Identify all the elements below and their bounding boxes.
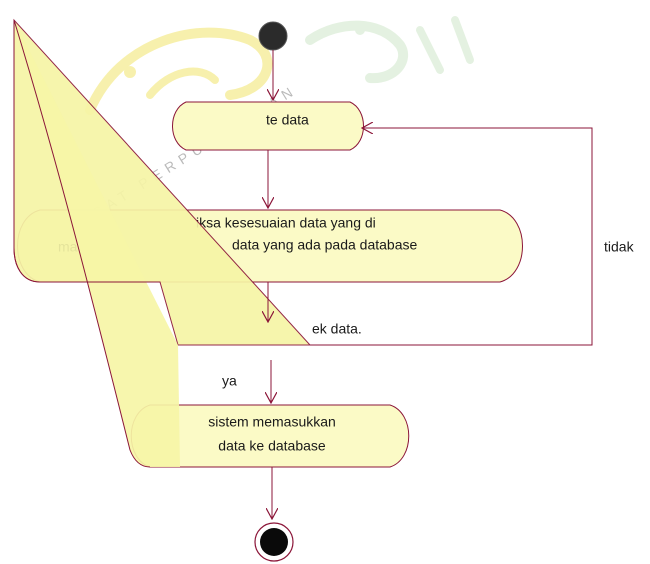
decision-label: ek data. (312, 321, 362, 337)
activity-3-line-2: data ke database (218, 438, 326, 454)
page-fold-edge-2 (13, 20, 160, 283)
page-fold-overlay-lower (14, 20, 180, 467)
activity-node-1 (172, 101, 364, 151)
activity-3-line-1: sistem memasukkan (208, 414, 336, 430)
activity-1-line-1: te data (266, 112, 309, 128)
edge-label-tidak: tidak (604, 239, 635, 255)
page-fold-edge (13, 19, 151, 468)
activity-2-line-2: data yang ada pada database (232, 237, 417, 253)
activity-2-line-1: iksa kesesuaian data yang di (196, 215, 376, 231)
initial-node (258, 21, 288, 51)
edge-label-ya: ya (222, 373, 237, 389)
final-node-inner (260, 528, 288, 556)
edge-decision-tidak-loop (310, 128, 593, 346)
